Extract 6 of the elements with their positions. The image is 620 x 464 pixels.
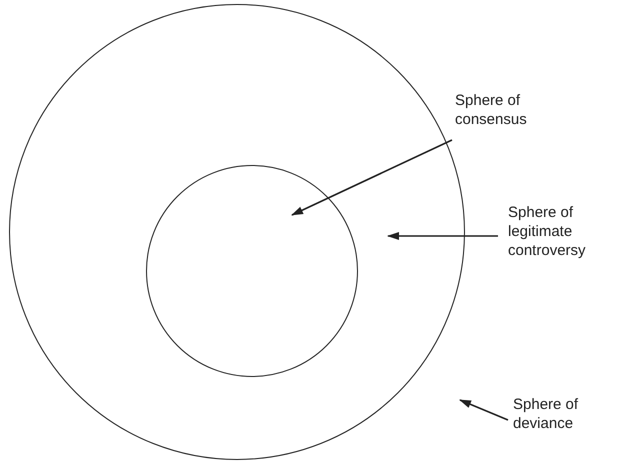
- sphere-label: Sphere of deviance: [513, 395, 603, 433]
- leader-arrow: [387, 232, 498, 240]
- leader-arrow: [291, 139, 452, 216]
- sphere-label: Sphere of legitimate controversy: [508, 203, 618, 260]
- sphere-label: Sphere of consensus: [455, 91, 565, 129]
- leader-arrow: [459, 399, 508, 421]
